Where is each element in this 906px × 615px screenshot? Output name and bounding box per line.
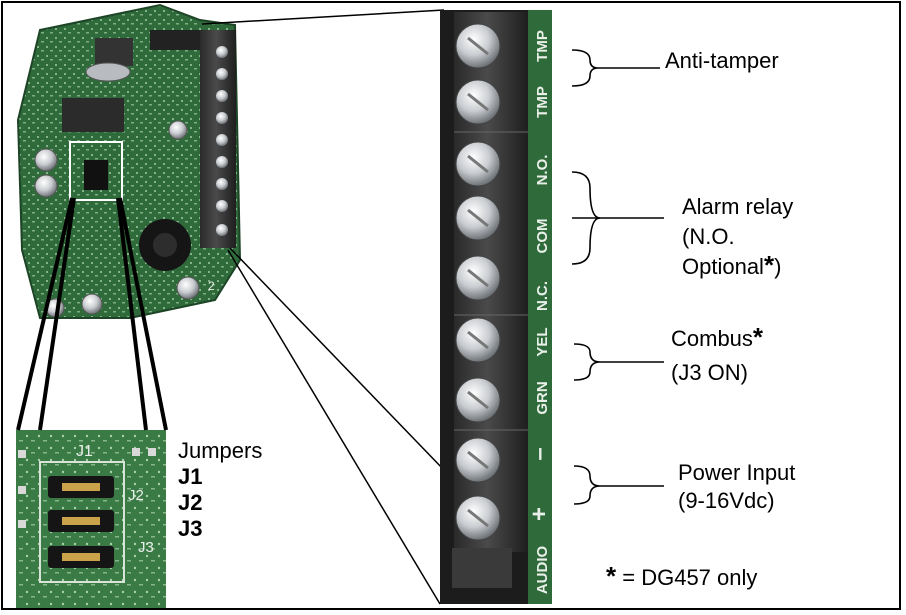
terminal-label-strip [528,10,552,604]
callout-brackets [571,49,664,505]
terminal-label: COM [534,219,551,254]
alarm-relay-close-paren: ) [774,254,782,279]
jumper-j2-label: J2 [178,490,203,515]
jumper-highlight-box [69,141,123,201]
terminal-label: AUDIO [534,546,551,595]
jumper-shunts [48,476,114,568]
terminal-block-photo: TMP TMP N.O. COM N.C. YEL GRN – + AUDIO [440,10,553,604]
combus-text: Combus [671,326,753,351]
jumpers-legend: Jumpers J1 J2 J3 [178,438,262,542]
screw-slot [467,330,489,350]
screw-slot [467,390,489,410]
terminal-screws [455,23,501,541]
screw-slot [467,508,489,528]
screw-slot [467,92,489,112]
jumper-zoom-photo: J1 J2 J3 [16,430,166,608]
screw-slot [467,154,489,174]
terminal-label: TMP [534,30,551,62]
alarm-relay-label: Alarm relay [682,194,794,219]
terminal-label: – [526,447,553,460]
terminal-labels: TMP TMP N.O. COM N.C. YEL GRN – + AUDIO [526,30,553,594]
power-bracket [573,465,601,505]
anti-tamper-bracket [571,49,599,87]
terminal-label: + [526,507,553,521]
combus-bracket [573,343,601,381]
combus-sub-label: (J3 ON) [671,360,748,385]
capacitor-group [34,120,200,318]
ic-chip [62,98,124,132]
connector [150,30,200,50]
j2-board-marking: J2 [128,487,144,504]
screw-slot [467,450,489,470]
jumper-zoom-lines [16,197,168,431]
alarm-relay-optional-label: Optional*) [682,252,782,280]
j3-board-marking: J3 [138,539,154,556]
pcb-board: 2 [16,3,242,319]
screw-slot [467,208,489,228]
screw-slot [467,36,489,56]
jumper-j3-label: J3 [178,516,203,541]
asterisk-mark: * [752,322,764,352]
terminal-label: GRN [534,381,551,414]
asterisk-mark: * [763,250,775,280]
footnote-symbol: * [606,561,617,591]
combus-label: Combus* [671,324,763,352]
board-pin-marking: 2 [208,279,215,293]
board-terminal-screws [216,46,228,236]
terminal-label: YEL [534,327,551,356]
ic-chip [95,38,133,66]
power-input-label: Power Input [678,460,796,485]
terminal-label: N.O. [534,155,551,186]
terminal-label: TMP [534,86,551,118]
terminal-zoom-lines [201,9,445,605]
screw-slot [467,268,489,288]
anti-tamper-label: Anti-tamper [665,48,779,73]
alarm-relay-no-label: (N.O. [682,224,735,249]
jumpers-title: Jumpers [178,438,263,463]
terminal-label: N.C. [534,281,551,311]
jumper-j1-label: J1 [178,464,203,489]
footnote: * = DG457 only [606,563,758,591]
footnote-text: = DG457 only [622,565,758,590]
alarm-relay-optional-text: Optional [682,254,764,279]
power-input-sub-label: (9-16Vdc) [678,488,775,513]
j1-board-marking: J1 [76,443,93,460]
